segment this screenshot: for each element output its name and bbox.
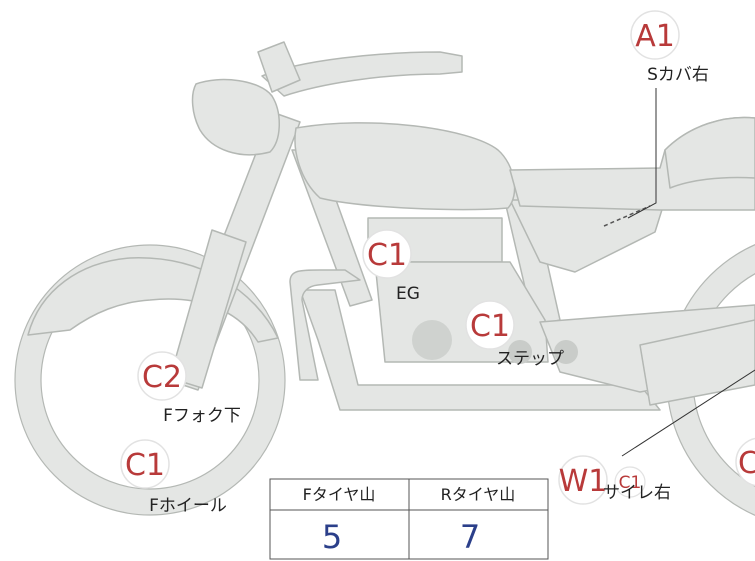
marker-w1-label: サイレ右: [603, 483, 671, 503]
marker-c1-eg[interactable]: C1 EG: [362, 229, 420, 304]
marker-c2-fork-code: C2: [142, 360, 182, 395]
leader-lines: [621, 88, 755, 457]
marker-c1-step-label: ステップ: [496, 349, 564, 369]
marker-a1-code: A1: [635, 19, 675, 54]
marker-c2-fork-label: Fフォク下: [163, 406, 241, 426]
rear-tread-value: 7: [460, 518, 480, 556]
footpeg-rear: [554, 340, 578, 364]
marker-a1[interactable]: A1 Sカバ右: [630, 10, 709, 85]
marker-c1-step-code: C1: [470, 309, 510, 344]
marker-w1-sub-code: C1: [619, 473, 642, 493]
tread-depth-table: Fタイヤ山 Rタイヤ山 5 7: [269, 478, 549, 560]
marker-c1-eg-code: C1: [367, 238, 407, 273]
front-tread-header: Fタイヤ山: [303, 485, 376, 504]
footpeg-front: [508, 340, 532, 364]
marker-w1-code: W1: [559, 464, 608, 499]
marker-a1-label: Sカバ右: [647, 65, 709, 85]
engine-cover: [412, 320, 452, 360]
marker-c2-fork[interactable]: C2 Fフォク下: [137, 351, 241, 426]
rear-tread-header: Rタイヤ山: [441, 485, 516, 504]
exhaust-pipe-upper: [289, 269, 361, 381]
marker-edge-partial[interactable]: C: [735, 437, 755, 487]
motorcycle-silhouette: [14, 41, 755, 516]
handlebar: [261, 51, 463, 97]
leader-a1: [627, 88, 657, 219]
marker-w1-muffler[interactable]: W1 C1 サイレ右: [558, 455, 671, 505]
front-tread-value: 5: [322, 518, 342, 556]
marker-edge-code: C: [738, 446, 755, 481]
marker-c1-step[interactable]: C1 ステップ: [465, 300, 564, 369]
leader-w1: [621, 369, 755, 457]
marker-c1-wheel-code: C1: [125, 448, 165, 483]
marker-c1-eg-label: EG: [396, 284, 420, 304]
fuel-tank: [294, 122, 516, 211]
headlight: [191, 78, 280, 156]
marker-c1-wheel[interactable]: C1 Fホイール: [120, 439, 227, 516]
marker-c1-wheel-label: Fホイール: [149, 496, 227, 516]
